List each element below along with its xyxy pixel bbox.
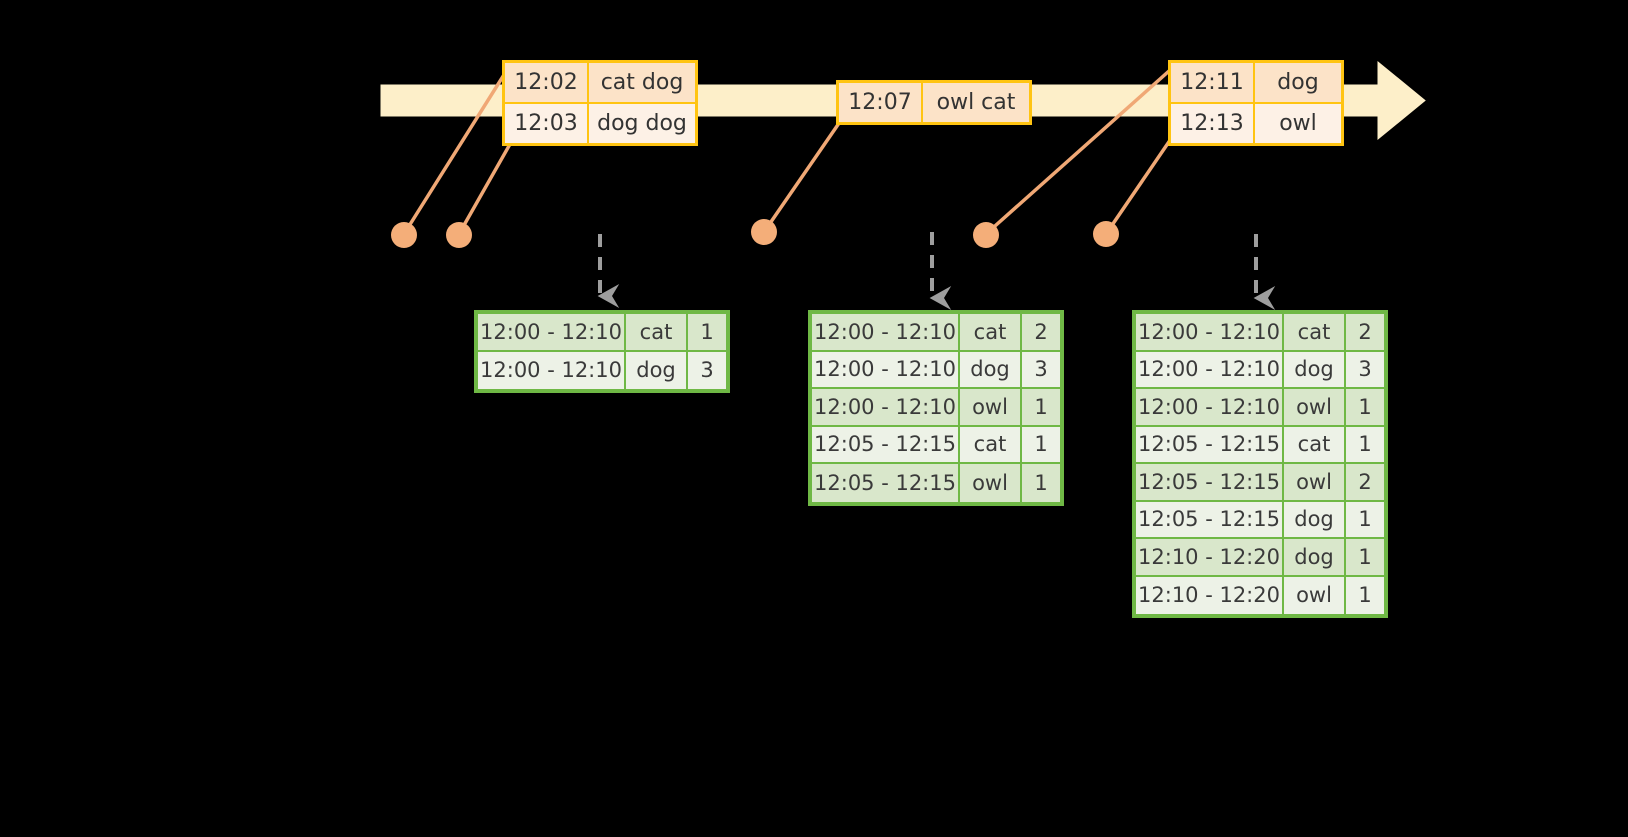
cell-word: owl	[1284, 389, 1346, 427]
cell-word: dog	[1284, 539, 1346, 577]
event-row[interactable]: 12:13 owl	[1171, 102, 1341, 143]
marker-dot-12-03	[446, 222, 472, 248]
cell-word: dog	[1284, 501, 1346, 539]
cell-word: owl	[1284, 576, 1346, 614]
cell-word: cat	[626, 314, 688, 352]
event-value: owl	[1255, 104, 1341, 143]
cell-window: 12:00 - 12:10	[1136, 351, 1284, 389]
event-time: 12:02	[505, 63, 589, 102]
event-time: 12:03	[505, 104, 589, 143]
event-row[interactable]: 12:03 dog dog	[505, 102, 695, 143]
cell-window: 12:05 - 12:15	[1136, 501, 1284, 539]
cell-count: 3	[1022, 351, 1060, 389]
event-row[interactable]: 12:11 dog	[1171, 63, 1341, 102]
cell-window: 12:00 - 12:10	[478, 314, 626, 352]
cell-count: 1	[1022, 464, 1060, 502]
cell-count: 1	[1346, 539, 1384, 577]
connector-12-07	[762, 111, 848, 234]
cell-window: 12:00 - 12:10	[1136, 314, 1284, 352]
cell-window: 12:00 - 12:10	[478, 351, 626, 389]
connector-12-13	[1104, 128, 1179, 236]
cell-count: 3	[688, 351, 726, 389]
event-row[interactable]: 12:02 cat dog	[505, 63, 695, 102]
cell-count: 1	[1346, 501, 1384, 539]
cell-word: owl	[960, 464, 1022, 502]
dashed-flow-arrows	[597, 232, 1276, 310]
cell-count: 1	[1346, 426, 1384, 464]
cell-count: 3	[1346, 351, 1384, 389]
event-time: 12:13	[1171, 104, 1255, 143]
cell-window: 12:00 - 12:10	[812, 314, 960, 352]
marker-dot-12-02	[391, 222, 417, 248]
cell-word: cat	[1284, 314, 1346, 352]
marker-dot-12-13	[1093, 221, 1119, 247]
marker-dots	[391, 219, 1119, 248]
cell-word: owl	[960, 389, 1022, 427]
cell-count: 1	[1346, 576, 1384, 614]
cell-word: owl	[1284, 464, 1346, 502]
event-time: 12:07	[839, 83, 923, 122]
cell-window: 12:00 - 12:10	[812, 351, 960, 389]
cell-count: 1	[1022, 389, 1060, 427]
cell-count: 2	[1346, 464, 1384, 502]
cell-count: 1	[1346, 389, 1384, 427]
cell-word: cat	[960, 314, 1022, 352]
event-row[interactable]: 12:07 owl cat	[839, 83, 1029, 122]
cell-count: 1	[688, 314, 726, 352]
cell-window: 12:05 - 12:15	[812, 464, 960, 502]
marker-dot-12-11	[973, 222, 999, 248]
event-time: 12:11	[1171, 63, 1255, 102]
marker-dot-12-07	[751, 219, 777, 245]
event-group-2[interactable]: 12:07 owl cat	[836, 80, 1032, 125]
cell-window: 12:10 - 12:20	[1136, 576, 1284, 614]
event-group-3[interactable]: 12:11 dog 12:13 owl	[1168, 60, 1344, 146]
event-value: owl cat	[923, 83, 1029, 122]
event-group-1[interactable]: 12:02 cat dog 12:03 dog dog	[502, 60, 698, 146]
event-value: dog	[1255, 63, 1341, 102]
cell-window: 12:05 - 12:15	[1136, 426, 1284, 464]
cell-window: 12:10 - 12:20	[1136, 539, 1284, 577]
cell-window: 12:00 - 12:10	[812, 389, 960, 427]
cell-word: dog	[960, 351, 1022, 389]
cell-window: 12:00 - 12:10	[1136, 389, 1284, 427]
cell-word: cat	[960, 426, 1022, 464]
cell-count: 2	[1346, 314, 1384, 352]
cell-count: 1	[1022, 426, 1060, 464]
cell-window: 12:05 - 12:15	[1136, 464, 1284, 502]
cell-word: dog	[626, 351, 688, 389]
cell-count: 2	[1022, 314, 1060, 352]
cell-window: 12:05 - 12:15	[812, 426, 960, 464]
event-value: cat dog	[589, 63, 695, 102]
cell-word: cat	[1284, 426, 1346, 464]
event-value: dog dog	[589, 104, 695, 143]
connector-12-02	[402, 60, 514, 236]
cell-word: dog	[1284, 351, 1346, 389]
